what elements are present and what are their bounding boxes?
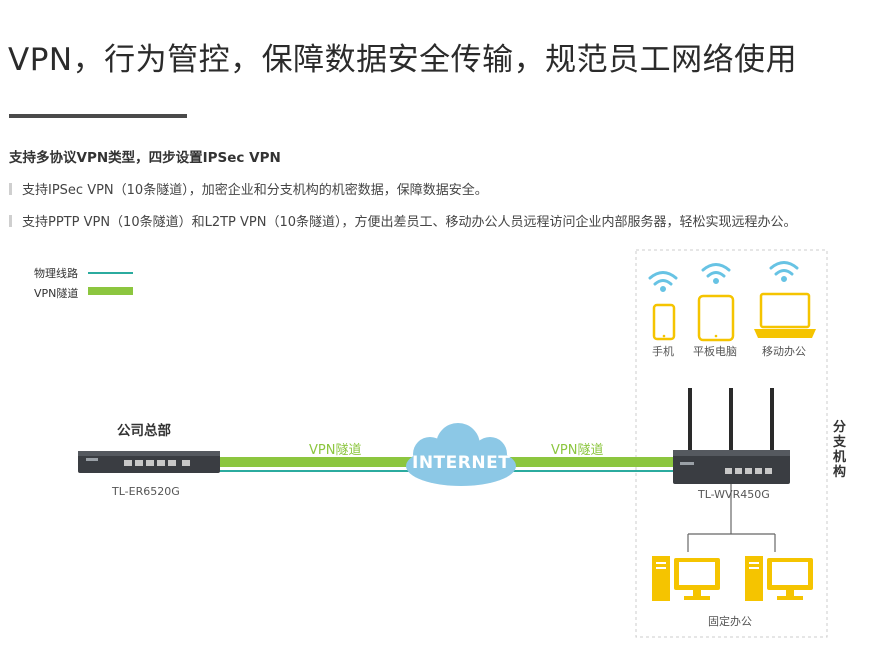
laptop-icon (754, 292, 816, 338)
internet-cloud-icon (406, 423, 516, 486)
branch-router-icon (673, 388, 790, 484)
network-diagram: 物理线路 VPN隧道 公司总部 TL-ER6520G VPN隧道 VPN隧道 I… (0, 240, 880, 663)
branch-label: 分支机构 (833, 420, 847, 480)
phone-icon (652, 303, 676, 341)
internet-label: INTERNET (412, 453, 511, 473)
branch-model-label: TL-WVR450G (698, 488, 770, 501)
bullet-pptp-l2tp: 支持PPTP VPN（10条隧道）和L2TP VPN（10条隧道），方便出差员工… (9, 211, 797, 230)
bullet-text: 支持PPTP VPN（10条隧道）和L2TP VPN（10条隧道），方便出差员工… (22, 215, 797, 230)
wifi-icon (648, 271, 678, 292)
vpn-tunnel-left (218, 457, 418, 467)
tunnel-label-right: VPN隧道 (551, 443, 604, 458)
legend-vpn-swatch (88, 287, 133, 295)
branch-boundary (635, 249, 828, 638)
legend-vpn-label: VPN隧道 (34, 287, 79, 300)
hq-model-label: TL-ER6520G (112, 485, 180, 498)
page-title: VPN，行为管控，保障数据安全传输，规范员工网络使用 (8, 42, 798, 78)
fixed-office-connector (687, 484, 776, 552)
hq-label: 公司总部 (117, 423, 171, 439)
wifi-icon (701, 263, 731, 284)
bullet-ipsec: 支持IPSec VPN（10条隧道），加密企业和分支机构的机密数据，保障数据安全… (9, 179, 488, 198)
tablet-label: 平板电脑 (693, 345, 737, 358)
bullet-marker (9, 214, 12, 227)
bullet-marker (9, 182, 12, 195)
hq-router-icon (78, 451, 220, 473)
tunnel-label-left: VPN隧道 (309, 443, 362, 458)
section-subheading: 支持多协议VPN类型，四步设置IPSec VPN (9, 150, 281, 166)
fixed-office-label: 固定办公 (708, 615, 752, 628)
title-underline (9, 114, 187, 118)
diagram-canvas (78, 249, 828, 638)
wifi-icon (769, 261, 799, 282)
desktop-computer-icon (745, 556, 813, 601)
bullet-text: 支持IPSec VPN（10条隧道），加密企业和分支机构的机密数据，保障数据安全… (22, 183, 488, 198)
vpn-tunnel-right (505, 457, 680, 467)
tablet-icon (697, 294, 735, 342)
desktop-computer-icon (652, 556, 720, 601)
legend-physical-label: 物理线路 (34, 267, 78, 280)
phone-label: 手机 (652, 345, 674, 358)
laptop-label: 移动办公 (762, 345, 806, 358)
